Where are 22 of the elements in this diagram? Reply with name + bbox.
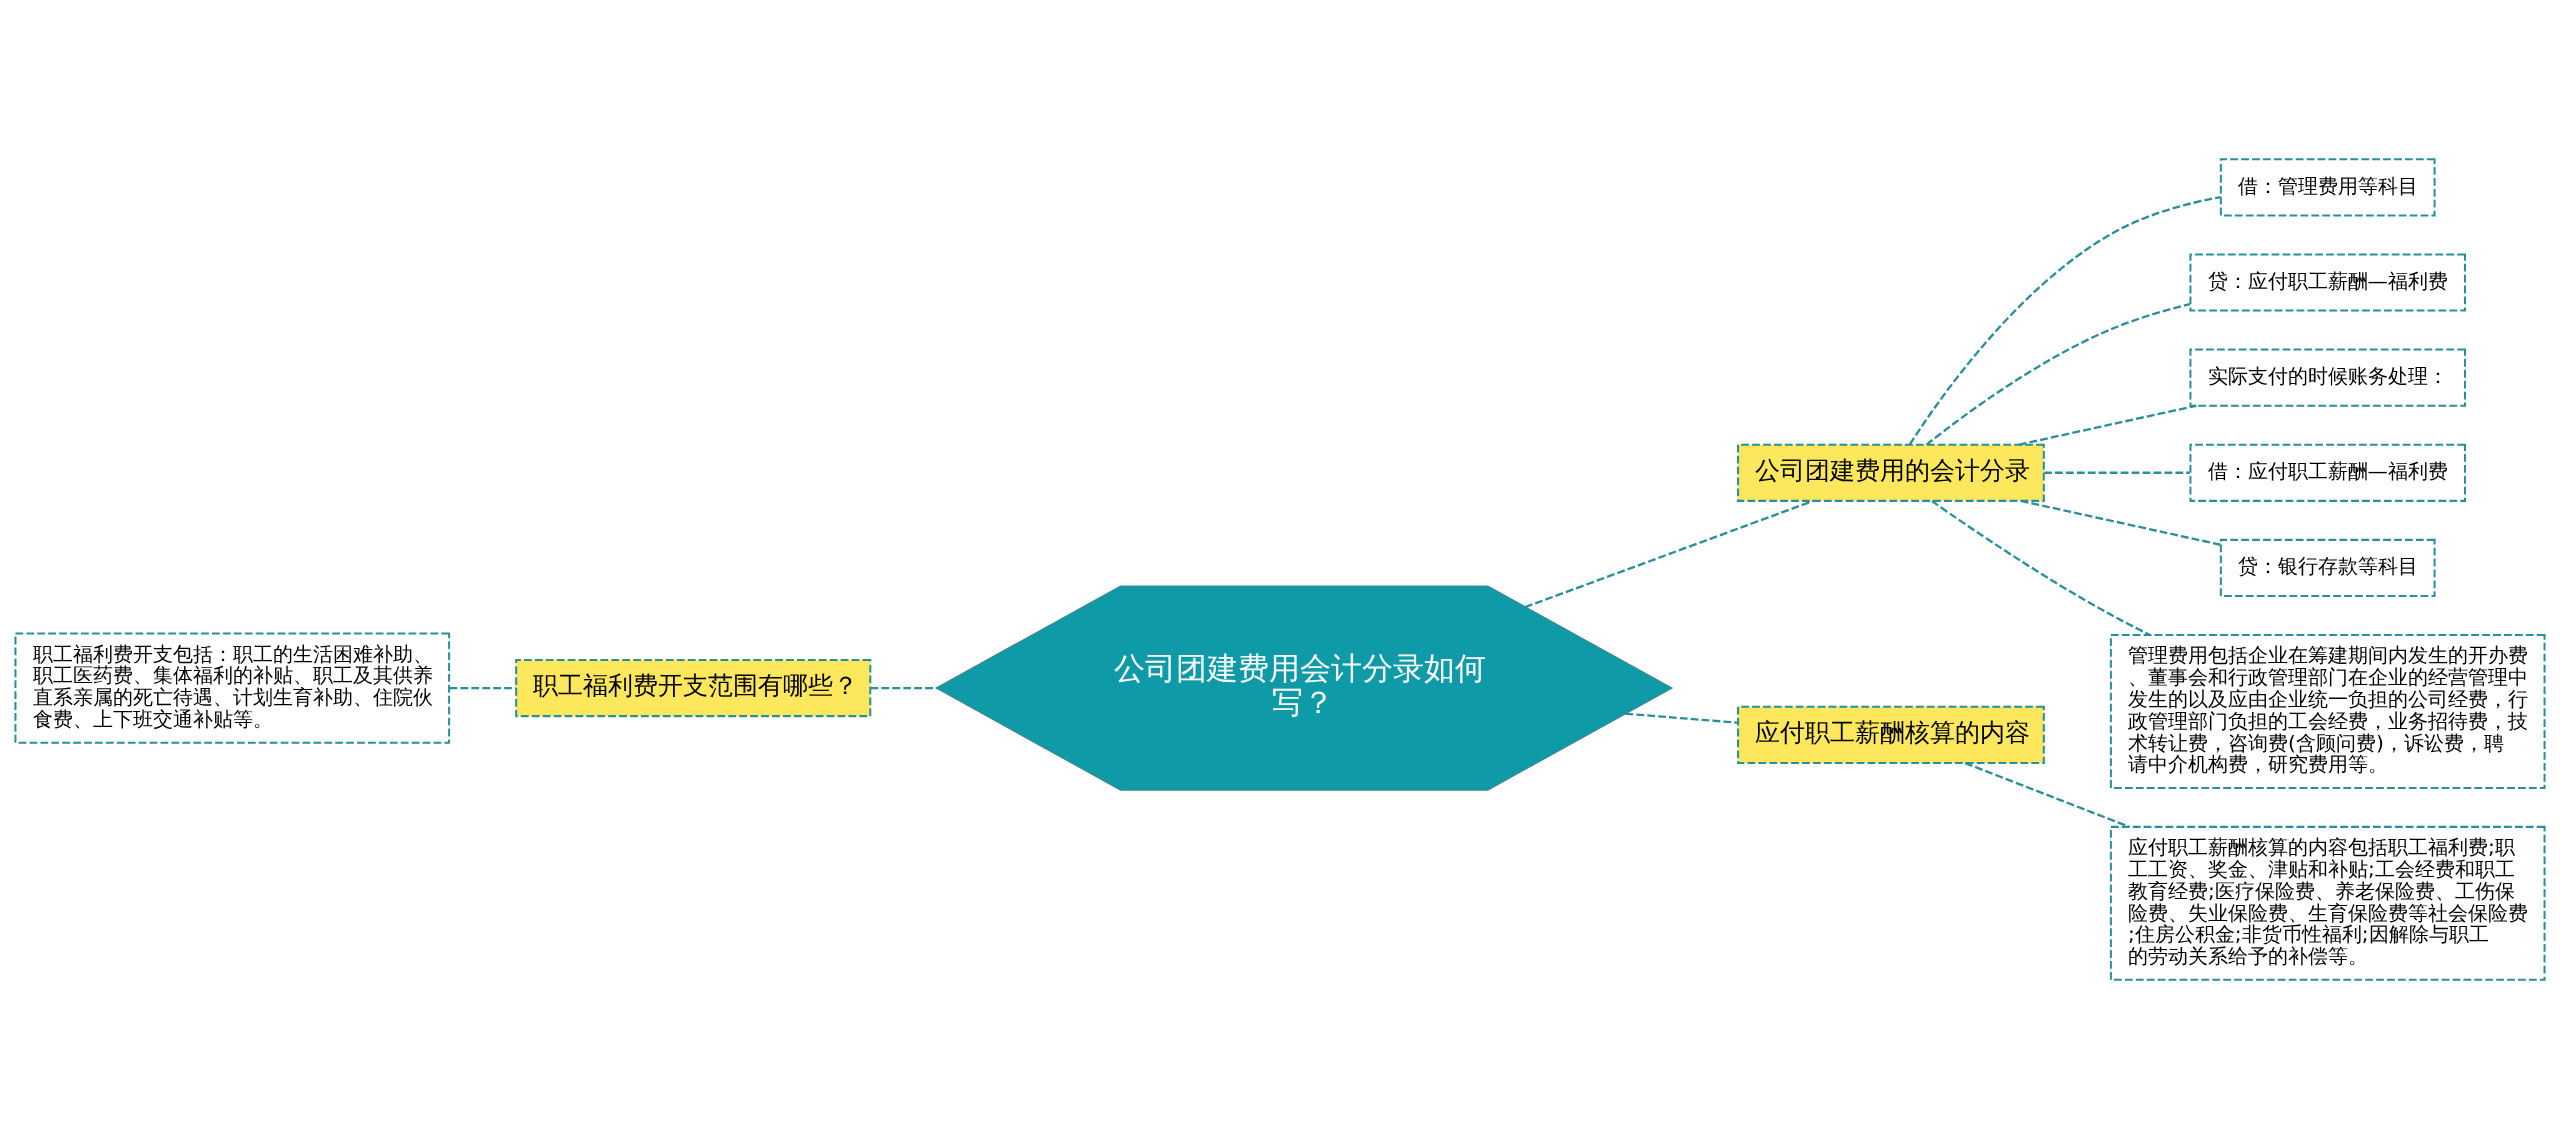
connector xyxy=(1931,499,2150,636)
node-box: 应付职工薪酬核算的内容 xyxy=(1737,705,2045,764)
node-box: 公司团建费用的会计分录 xyxy=(1737,443,2045,502)
node-box: 职工福利费开支包括：职工的生活困难补助、职工医药费、集体福利的补贴、职工及其供养直系亲属的死亡待遇、计划生育补助、住院伙食费、上下班交通补贴等。 xyxy=(14,631,451,744)
node-box: 管理费用包括企业在筹建期间内发生的开办费、董事会和行政管理部门在企业的经营管理中发生的以及应由企业统一负担的公司经费，行政管理部门负担的工会经费，业务招待费，技术转让费，咨询费(含顾问费)，诉讼费，聘请中介机构费，研究费用等。 xyxy=(2109,633,2546,789)
connector xyxy=(2018,404,2197,446)
connector xyxy=(1925,302,2191,446)
node-box: 借：应付职工薪酬—福利费 xyxy=(2189,443,2466,502)
connector xyxy=(1524,499,1814,608)
node-box: 贷：银行存款等科目 xyxy=(2219,538,2436,597)
node-box: 应付职工薪酬核算的内容包括职工福利费;职工工资、奖金、津贴和补贴;工会经费和职工教育经费;医疗保险费、养老保险费、工伤保险费、失业保险费、生育保险费等社会保险费;住房公积金;非货币性福利;因解除与职工的劳动关系给予的补偿等。 xyxy=(2109,825,2546,981)
connector xyxy=(1908,195,2221,445)
connector xyxy=(2044,471,2190,474)
node-box: 贷：应付职工薪酬—福利费 xyxy=(2189,252,2466,312)
node-box: 借：管理费用等科目 xyxy=(2219,157,2436,216)
node-box: 职工福利费开支范围有哪些？ xyxy=(515,658,872,717)
connector xyxy=(449,686,516,689)
connector xyxy=(1964,761,2130,828)
connector xyxy=(1625,712,1738,724)
connector xyxy=(870,686,938,689)
node-box: 实际支付的时候账务处理： xyxy=(2189,348,2466,407)
connector xyxy=(2020,499,2221,546)
